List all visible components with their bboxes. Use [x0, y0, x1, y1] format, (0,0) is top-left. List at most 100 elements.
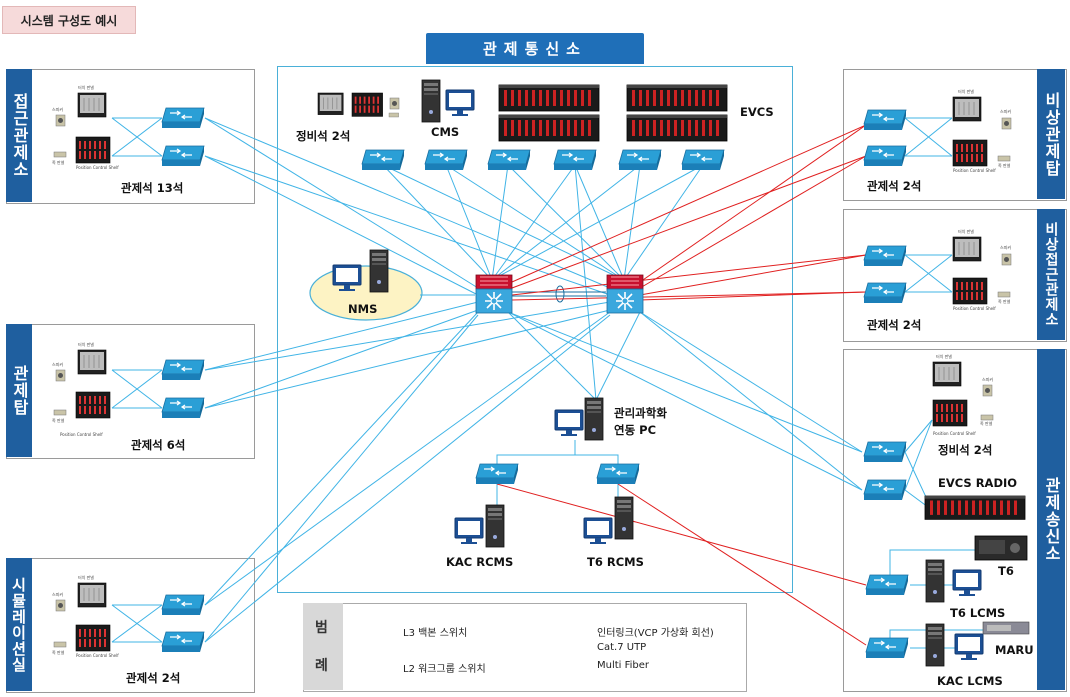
legend-l3-label: L3 백본 스위치	[403, 628, 468, 639]
console-emergency-approach	[863, 236, 1012, 305]
legend-header: 범 례	[303, 603, 343, 690]
label-touch-panel-approach: 터치 판넬	[78, 85, 94, 90]
diagram-title: 시스템 구성도 예시	[2, 6, 136, 34]
site-label-emergency-tower: 비상관제탑	[1037, 69, 1065, 199]
site-label-approach: 접근관제소	[6, 69, 32, 202]
label-shelf-etower: Position Control Shelf	[953, 168, 996, 173]
legend-fiber-label: Multi Fiber	[597, 660, 650, 671]
legend-utp-label: Cat.7 UTP	[597, 642, 647, 653]
mgmt-pc-label-1: 관리과학화	[614, 406, 667, 420]
label-speaker-approach: 스피커	[52, 107, 64, 112]
nms-label: NMS	[348, 302, 378, 316]
kac-rcms-label: KAC RCMS	[446, 555, 514, 569]
maru-device	[982, 621, 1030, 635]
center-box	[277, 66, 793, 593]
cms-label: CMS	[431, 125, 460, 139]
mgmt-pc-tower	[584, 397, 604, 441]
evcs-radio-label: EVCS RADIO	[938, 476, 1018, 490]
utp-links	[111, 117, 1005, 649]
l2-switch-kac-lcms	[865, 637, 909, 659]
l3-switch-1	[475, 274, 513, 314]
t6-lcms-monitor	[952, 569, 982, 597]
label-touch-panel-etower: 터치 판넬	[958, 89, 974, 94]
fiber-links	[496, 124, 867, 646]
legend-title-1: 범	[315, 620, 328, 636]
label-shelf-approach: Position Control Shelf	[76, 165, 119, 170]
t6-label: T6	[998, 564, 1014, 578]
label-shelf-transmit: Position Control Shelf	[933, 431, 976, 436]
legend-interlink-label: 인터링크(VCP 가상화 회선)	[597, 628, 714, 639]
site-caption-approach: 관제석 13석	[121, 181, 184, 195]
label-speaker-eapproach: 스피커	[1000, 245, 1012, 250]
label-foot-eapproach: 족 판넬	[998, 299, 1011, 304]
kac-lcms-label: KAC LCMS	[937, 674, 1003, 688]
site-caption-emergency-tower: 관제석 2석	[867, 179, 922, 193]
legend-l2-label: L2 워크그룹 스위치	[403, 664, 486, 675]
label-touch-panel-eapproach: 터치 판넬	[958, 229, 974, 234]
cms-server	[421, 79, 441, 123]
label-speaker-transmit: 스피커	[982, 377, 994, 382]
maint-shelf	[351, 92, 384, 117]
evcs-rack-2	[498, 114, 600, 142]
maru-label: MARU	[995, 643, 1034, 657]
l2-switch-center-5	[618, 149, 662, 171]
maint-footswitch	[388, 112, 399, 118]
evcs-label: EVCS	[740, 105, 774, 119]
t6-radio	[974, 535, 1028, 561]
l2-switch-kac	[475, 463, 519, 485]
t6-rcms-label: T6 RCMS	[587, 555, 644, 569]
evcs-rack-3	[626, 84, 728, 112]
site-box-emergency-tower	[843, 69, 1067, 201]
label-speaker-etower: 스피커	[1000, 109, 1012, 114]
l2-switch-center-4	[553, 149, 597, 171]
console-approach	[53, 92, 205, 167]
label-touch-panel-tower: 터치 판넬	[78, 342, 94, 347]
t6-lcms-server	[925, 559, 945, 603]
kac-rcms-monitor	[454, 517, 484, 545]
legend-title-2: 례	[315, 658, 328, 674]
label-speaker-sim: 스피커	[52, 592, 64, 597]
cms-monitor	[445, 89, 475, 117]
label-shelf-tower: Position Control Shelf	[60, 432, 103, 437]
evcs-rack-4	[626, 114, 728, 142]
kac-lcms-monitor	[954, 633, 984, 661]
site-box-simulation	[6, 558, 255, 693]
site-caption-simulation: 관제석 2석	[126, 671, 181, 685]
maint-touch-panel	[317, 92, 344, 116]
kac-lcms-server	[925, 623, 945, 667]
nms-server	[369, 249, 389, 293]
l2-switch-center-6	[681, 149, 725, 171]
label-speaker-tower: 스피커	[52, 362, 64, 367]
t6-rcms-server	[614, 496, 634, 540]
l2-switch-t6	[596, 463, 640, 485]
label-foot-etower: 족 판넬	[998, 163, 1011, 168]
site-label-emergency-approach: 비상접근관제소	[1037, 209, 1065, 340]
site-caption-emergency-approach: 관제석 2석	[867, 318, 922, 332]
label-touch-panel-sim: 터치 판넬	[78, 575, 94, 580]
l2-switch-center-1	[361, 149, 405, 171]
site-caption-tower: 관제석 6석	[131, 438, 186, 452]
maintenance-label: 정비석 2석	[296, 129, 351, 143]
mgmt-pc-monitor	[554, 409, 584, 437]
maint-speaker	[389, 97, 400, 110]
label-touch-panel-transmit: 터치 판넬	[936, 354, 952, 359]
l2-switch-center-3	[487, 149, 531, 171]
site-box-emergency-approach	[843, 209, 1067, 342]
site-label-transmit: 관제송신소	[1037, 349, 1065, 690]
label-shelf-sim: Position Control Shelf	[76, 653, 119, 658]
mgmt-pc-label-2: 연동 PC	[614, 423, 657, 437]
l2-switch-t6-lcms	[865, 574, 909, 596]
site-label-simulation: 시뮬레이션실	[6, 558, 32, 691]
evcs-rack-1	[498, 84, 600, 112]
label-foot-sim: 족 판넬	[52, 650, 65, 655]
l2-switch-center-2	[424, 149, 468, 171]
evcs-radio-rack	[924, 495, 1026, 520]
label-foot-transmit: 족 판넬	[980, 421, 993, 426]
center-header: 관제통신소	[426, 33, 644, 64]
t6-lcms-label: T6 LCMS	[950, 606, 1006, 620]
l3-switch-2	[606, 274, 644, 314]
label-shelf-eapproach: Position Control Shelf	[953, 306, 996, 311]
label-foot-approach: 족 판넬	[52, 160, 65, 165]
site-label-tower: 관제탑	[6, 324, 32, 457]
